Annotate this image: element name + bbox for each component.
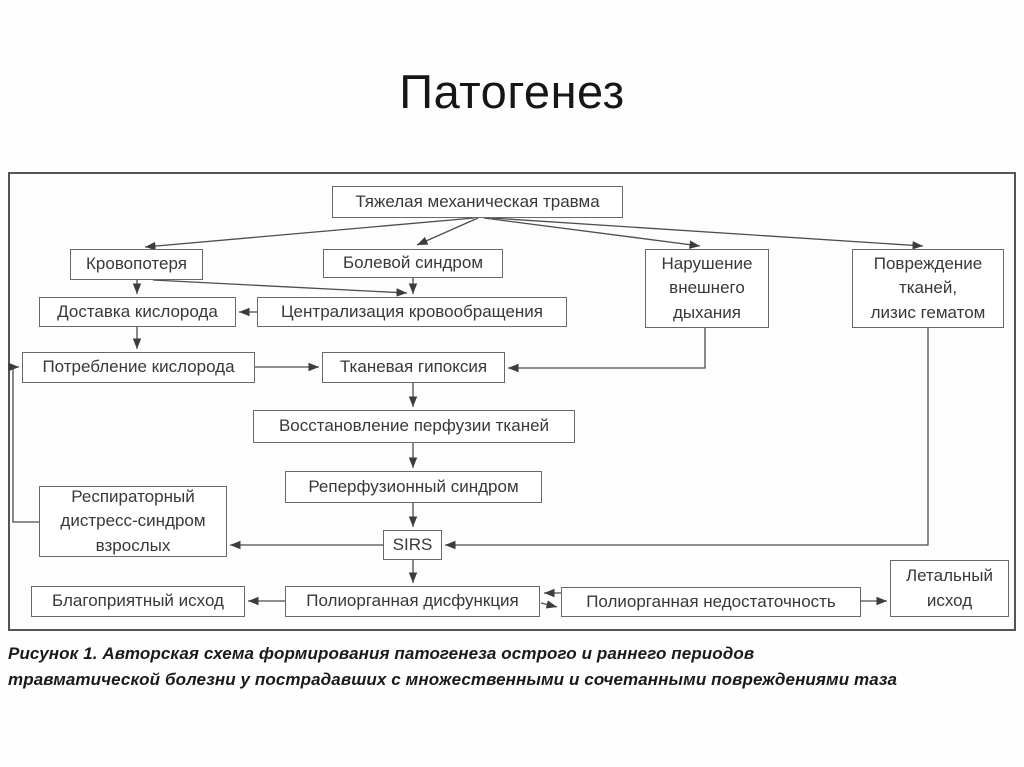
node-label: Доставка кислорода bbox=[57, 301, 218, 321]
page-title: Патогенез bbox=[399, 65, 625, 118]
node-blood-loss: Кровопотеря bbox=[70, 249, 203, 280]
node-severe-mechanical-trauma: Тяжелая механическая травма bbox=[332, 186, 623, 218]
edge-breathing-to-hypoxia bbox=[508, 328, 706, 373]
node-label: Повреждение тканей, лизис гематом bbox=[870, 254, 986, 322]
figure-connectors bbox=[8, 172, 1016, 631]
node-tissue-perfusion-restoration: Восстановление перфузии тканей bbox=[253, 410, 575, 443]
node-label: Централизация кровообращения bbox=[280, 301, 544, 321]
node-label: Полиорганная дисфункция bbox=[306, 591, 519, 611]
edge-blood_loss-to-centralization bbox=[152, 279, 408, 297]
edge-ards-to-o2_consumption bbox=[8, 362, 39, 523]
node-reperfusion-syndrome: Реперфузионный синдром bbox=[285, 471, 542, 503]
node-sirs: SIRS bbox=[383, 530, 442, 560]
edge-trauma-to-breathing bbox=[483, 217, 701, 249]
node-tissue-damage-hematoma-lysis: Повреждение тканей, лизис гематом bbox=[852, 249, 1004, 328]
node-lethal-outcome: Летальный исход bbox=[890, 560, 1009, 617]
node-label: Восстановление перфузии тканей bbox=[278, 416, 550, 436]
node-label: Тяжелая механическая травма bbox=[355, 191, 600, 211]
node-label: SIRS bbox=[392, 534, 433, 554]
node-favorable-outcome: Благоприятный исход bbox=[31, 586, 245, 617]
node-external-breathing-disorder: Нарушение внешнего дыхания bbox=[645, 249, 769, 328]
edge-tissue_damage-to-sirs bbox=[445, 328, 929, 550]
node-oxygen-delivery: Доставка кислорода bbox=[39, 297, 236, 327]
node-label: Кровопотеря bbox=[86, 254, 187, 274]
node-label: Благоприятный исход bbox=[52, 591, 224, 611]
node-oxygen-consumption: Потребление кислорода bbox=[22, 352, 255, 383]
edge-trauma-to-pain bbox=[416, 217, 479, 246]
node-adult-respiratory-distress-syndrome: Респираторный дистресс-синдром взрослых bbox=[39, 486, 227, 557]
figure-border bbox=[8, 172, 1016, 631]
node-label: Нарушение внешнего дыхания bbox=[661, 254, 753, 322]
node-label: Потребление кислорода bbox=[42, 357, 235, 377]
node-circulation-centralization: Централизация кровообращения bbox=[257, 297, 567, 327]
edge-organ_dysfunction-to-organ_failure bbox=[540, 600, 558, 609]
node-multiorgan-failure: Полиорганная недостаточность bbox=[561, 587, 861, 617]
pathogenesis-flowchart: Тяжелая механическая травма Кровопотеря … bbox=[8, 172, 1016, 632]
edge-trauma-to-tissue_damage bbox=[491, 217, 924, 250]
node-pain-syndrome: Болевой синдром bbox=[323, 249, 503, 278]
node-label: Летальный исход bbox=[906, 566, 993, 610]
node-label: Респираторный дистресс-синдром взрослых bbox=[60, 487, 206, 555]
node-label: Тканевая гипоксия bbox=[339, 357, 488, 377]
node-label: Реперфузионный синдром bbox=[308, 476, 519, 496]
node-label: Полиорганная недостаточность bbox=[586, 591, 836, 611]
node-multiorgan-dysfunction: Полиорганная дисфункция bbox=[285, 586, 540, 617]
edge-trauma-to-blood_loss bbox=[144, 217, 475, 251]
node-label: Болевой синдром bbox=[342, 253, 484, 273]
figure-caption: Рисунок 1. Авторская схема формирования … bbox=[8, 644, 898, 689]
node-tissue-hypoxia: Тканевая гипоксия bbox=[322, 352, 505, 383]
